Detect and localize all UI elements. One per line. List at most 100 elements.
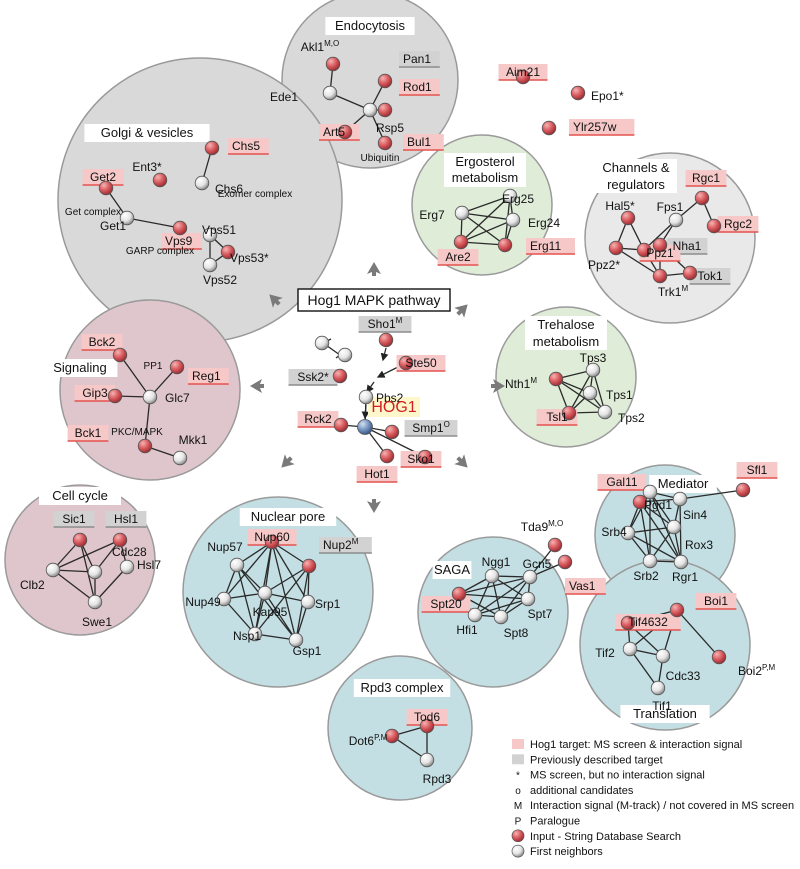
tif1-node [650, 680, 666, 696]
saga-edge [458, 593, 529, 600]
rgc1-node [694, 190, 710, 206]
nup2-node [301, 558, 317, 574]
mkk1-node [172, 450, 188, 466]
hog1-label-box [368, 397, 420, 417]
vas1-label-box [565, 578, 606, 594]
spt8-node [493, 609, 509, 625]
spt20-label: Spt20 [430, 597, 462, 611]
gip3-label: Gip3 [82, 386, 108, 400]
translation-edge [629, 648, 659, 689]
ergosterol-metabolism-edge [461, 212, 514, 221]
ste50-label: Ste50 [405, 356, 437, 370]
vps53-label: Vps53* [230, 251, 269, 265]
ngg1-node [484, 568, 500, 584]
kap95-label: Kap95 [253, 605, 288, 619]
bul1-label: Bul1 [407, 135, 431, 149]
nuclear-pore-edge [254, 565, 310, 635]
sfl1-label: Sfl1 [747, 463, 768, 477]
tda9-label: Tda9M,O [521, 519, 563, 534]
get2-label-box [82, 169, 124, 185]
ppz2-label: Ppz2* [588, 258, 620, 272]
trk1-node [652, 268, 668, 284]
tok1-label: Tok1 [697, 269, 723, 283]
vps52-node [202, 257, 218, 273]
ssk2-node [332, 368, 348, 384]
saga-edge [474, 576, 531, 616]
sho1-node [378, 332, 394, 348]
tsl1-node [561, 405, 577, 421]
rgr1-node [673, 554, 689, 570]
reg1-label-box [188, 368, 229, 384]
golgi-vesicles-sublabel: GARP complex [126, 246, 194, 257]
hfi1-label: Hfi1 [456, 623, 478, 637]
nup2-label-box [319, 537, 372, 553]
hsl1-label-box [105, 511, 147, 527]
trk1-label: Trk1M [658, 284, 689, 299]
clb2-node [45, 562, 61, 578]
nuclear-pore-edge [236, 564, 256, 635]
saga-edge [458, 576, 531, 595]
tps2-label: Tps2 [618, 411, 645, 425]
hot1-label-box [356, 466, 398, 482]
vps51-label: Vps51 [202, 223, 236, 237]
endocytosis-title: Endocytosis [335, 18, 406, 33]
sic1-node [72, 532, 88, 548]
bck2-node [112, 347, 128, 363]
fps1-label: Fps1 [657, 200, 684, 214]
pan1-node [377, 73, 393, 89]
smp1-label: Smp1O [412, 420, 450, 435]
direction-arrow [250, 379, 264, 393]
sfl1-label-box [736, 462, 778, 478]
rox3-label: Rox3 [685, 538, 713, 552]
mediator-edge [679, 498, 682, 563]
ergosterol-metabolism-edge [461, 212, 506, 246]
hfi1-node [467, 607, 483, 623]
get1-label: Get1 [100, 219, 126, 233]
pan1-label-box [399, 51, 440, 67]
channels-regulators-title-line2: regulators [607, 177, 665, 192]
boi1-node [669, 602, 685, 618]
sin4-node [672, 491, 688, 507]
signaling-sublabel: PP1 [144, 361, 163, 372]
direction-arrow [281, 454, 295, 468]
channels-regulators-title: Channels & [602, 160, 670, 175]
pathway-neighbor-node [314, 335, 330, 351]
ergosterol-metabolism-title-bg [444, 153, 526, 187]
channels-regulators-edge [615, 247, 661, 277]
bul1-label-box [403, 134, 444, 150]
glc7-label: Glc7 [165, 391, 190, 405]
gsp1-node [288, 632, 304, 648]
nup57-node [229, 557, 245, 573]
golgi-vesicles-sublabel: Get complex [65, 207, 121, 218]
tda9-node [547, 537, 563, 553]
spt7-node [520, 591, 536, 607]
ergosterol-metabolism-edge [461, 195, 511, 214]
tps1-node [582, 385, 598, 401]
reg1-label: Reg1 [192, 369, 221, 383]
endocytosis-title-bg [325, 17, 415, 35]
rpd3-complex-title-bg [353, 679, 451, 697]
sho1-label-box [358, 316, 412, 332]
cdc33-label: Cdc33 [666, 669, 701, 683]
dot6-node [384, 728, 400, 744]
cdc28-node [87, 564, 103, 580]
erg11-label-box [526, 238, 575, 254]
vas1-label: Vas1 [569, 579, 596, 593]
tif4632-node [620, 615, 636, 631]
rpd3-node [419, 752, 435, 768]
glc7-node [142, 389, 158, 405]
ede1-node [322, 85, 338, 101]
pgd1-label: Pgd1 [644, 498, 672, 512]
ssk2-label: Ssk2* [297, 370, 329, 384]
get1-node [119, 210, 135, 226]
hsl1-label: Hsl1 [114, 512, 138, 526]
saga-title: SAGA [434, 562, 470, 577]
vps9-label: Vps9 [165, 234, 193, 248]
trehalose-metabolism-edge [555, 378, 606, 413]
legend-text: Paralogue [530, 816, 580, 828]
rox3-node [666, 519, 682, 535]
gal11-label-box [597, 474, 647, 490]
rsp5-label: Rsp5 [376, 121, 404, 135]
clb2-label: Clb2 [20, 578, 45, 592]
erg25-node [502, 188, 518, 204]
